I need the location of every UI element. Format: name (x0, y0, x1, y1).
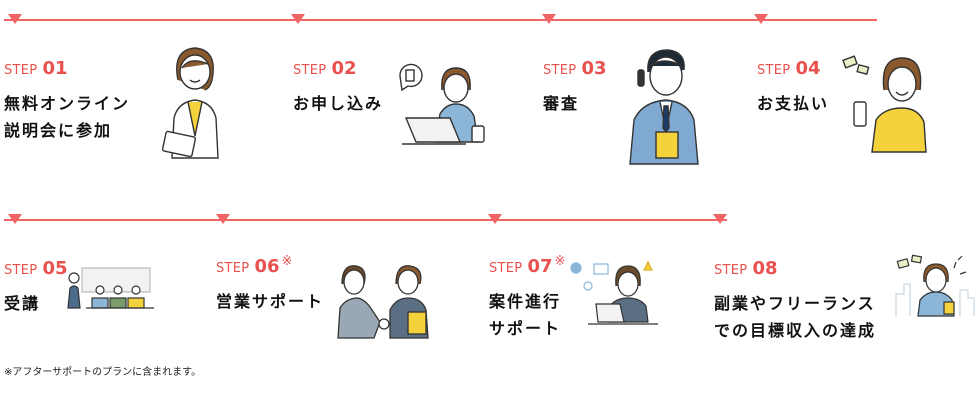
step-title: 審査 (543, 90, 607, 117)
timeline-row-1 (4, 14, 877, 26)
step-word: STEP (714, 263, 748, 278)
man-on-phone-icon (624, 44, 704, 168)
step-title: 受講 (4, 290, 68, 317)
step-word: STEP (543, 63, 577, 78)
step-05: STEP 05 受講 (4, 260, 68, 317)
step-label: STEP 01 (4, 60, 130, 78)
step-number: 08 (752, 258, 778, 279)
step-title-line: での目標収入の達成 (714, 321, 877, 340)
step-label: STEP 08 (714, 260, 876, 278)
step-title: 副業やフリーランス での目標収入の達成 (714, 290, 876, 344)
step-word: STEP (216, 261, 250, 276)
step-02: STEP 02 お申し込み (293, 60, 383, 117)
timeline-marker-step-08 (713, 214, 727, 224)
timeline-marker-step-06 (216, 214, 230, 224)
step-number: 03 (581, 58, 607, 79)
timeline-marker-step-01 (8, 14, 22, 24)
step-title-line: 営業サポート (216, 292, 325, 311)
timeline-marker-step-05 (8, 214, 22, 224)
classroom-lecture-icon (64, 262, 158, 312)
handshake-icon (334, 262, 434, 340)
step-label: STEP 06 ※ (216, 254, 324, 277)
timeline-row-2 (4, 214, 727, 226)
celebrating-woman-icon (894, 254, 976, 318)
step-title-line: サポート (489, 319, 562, 338)
step-title-line: 審査 (543, 94, 580, 113)
woman-with-smartphone-icon (842, 50, 932, 154)
footnote: ※アフターサポートのプランに含まれます。 (4, 367, 202, 378)
step-01: STEP 01 無料オンライン 説明会に参加 (4, 60, 130, 144)
step-title: お支払い (757, 90, 829, 117)
step-label: STEP 02 (293, 60, 383, 78)
step-title-line: お申し込み (293, 94, 384, 113)
step-word: STEP (4, 63, 38, 78)
step-number: 06 (254, 256, 280, 277)
step-number: 01 (42, 58, 68, 79)
step-title: 無料オンライン 説明会に参加 (4, 90, 130, 144)
step-word: STEP (757, 63, 791, 78)
step-title: 案件進行 サポート (489, 288, 565, 342)
timeline-marker-step-07 (488, 214, 502, 224)
step-06: STEP 06 ※ 営業サポート (216, 254, 324, 315)
step-title: 営業サポート (216, 288, 324, 315)
step-08: STEP 08 副業やフリーランス での目標収入の達成 (714, 260, 876, 344)
step-title: お申し込み (293, 90, 383, 117)
step-number: 05 (42, 258, 68, 279)
person-at-laptop-icon (396, 60, 490, 152)
step-03: STEP 03 審査 (543, 60, 607, 117)
timeline-marker-step-03 (542, 14, 556, 24)
step-label: STEP 07 ※ (489, 254, 566, 277)
timeline-marker-step-02 (291, 14, 305, 24)
step-title-line: 無料オンライン (4, 94, 131, 113)
step-04: STEP 04 お支払い (757, 60, 829, 117)
step-number: 02 (331, 58, 357, 79)
woman-at-desk-icon (568, 260, 662, 326)
step-label: STEP 04 (757, 60, 829, 78)
step-title-line: 案件進行 (489, 292, 562, 311)
step-title-line: 副業やフリーランス (714, 294, 876, 313)
timeline-line (4, 19, 877, 21)
woman-with-tablet-icon (160, 40, 230, 165)
step-word: STEP (293, 63, 327, 78)
step-07: STEP 07 ※ 案件進行 サポート (489, 254, 566, 342)
timeline-line (4, 219, 727, 221)
step-number: 07 (527, 256, 553, 277)
step-title-line: 受講 (4, 294, 41, 313)
step-word: STEP (4, 263, 38, 278)
note-mark: ※ (281, 254, 293, 269)
step-title-line: 説明会に参加 (4, 121, 113, 140)
step-word: STEP (489, 261, 523, 276)
step-title-line: お支払い (757, 94, 830, 113)
step-number: 04 (795, 58, 821, 79)
note-mark: ※ (554, 254, 566, 269)
step-label: STEP 03 (543, 60, 607, 78)
timeline-marker-step-04 (754, 14, 768, 24)
step-label: STEP 05 (4, 260, 68, 278)
